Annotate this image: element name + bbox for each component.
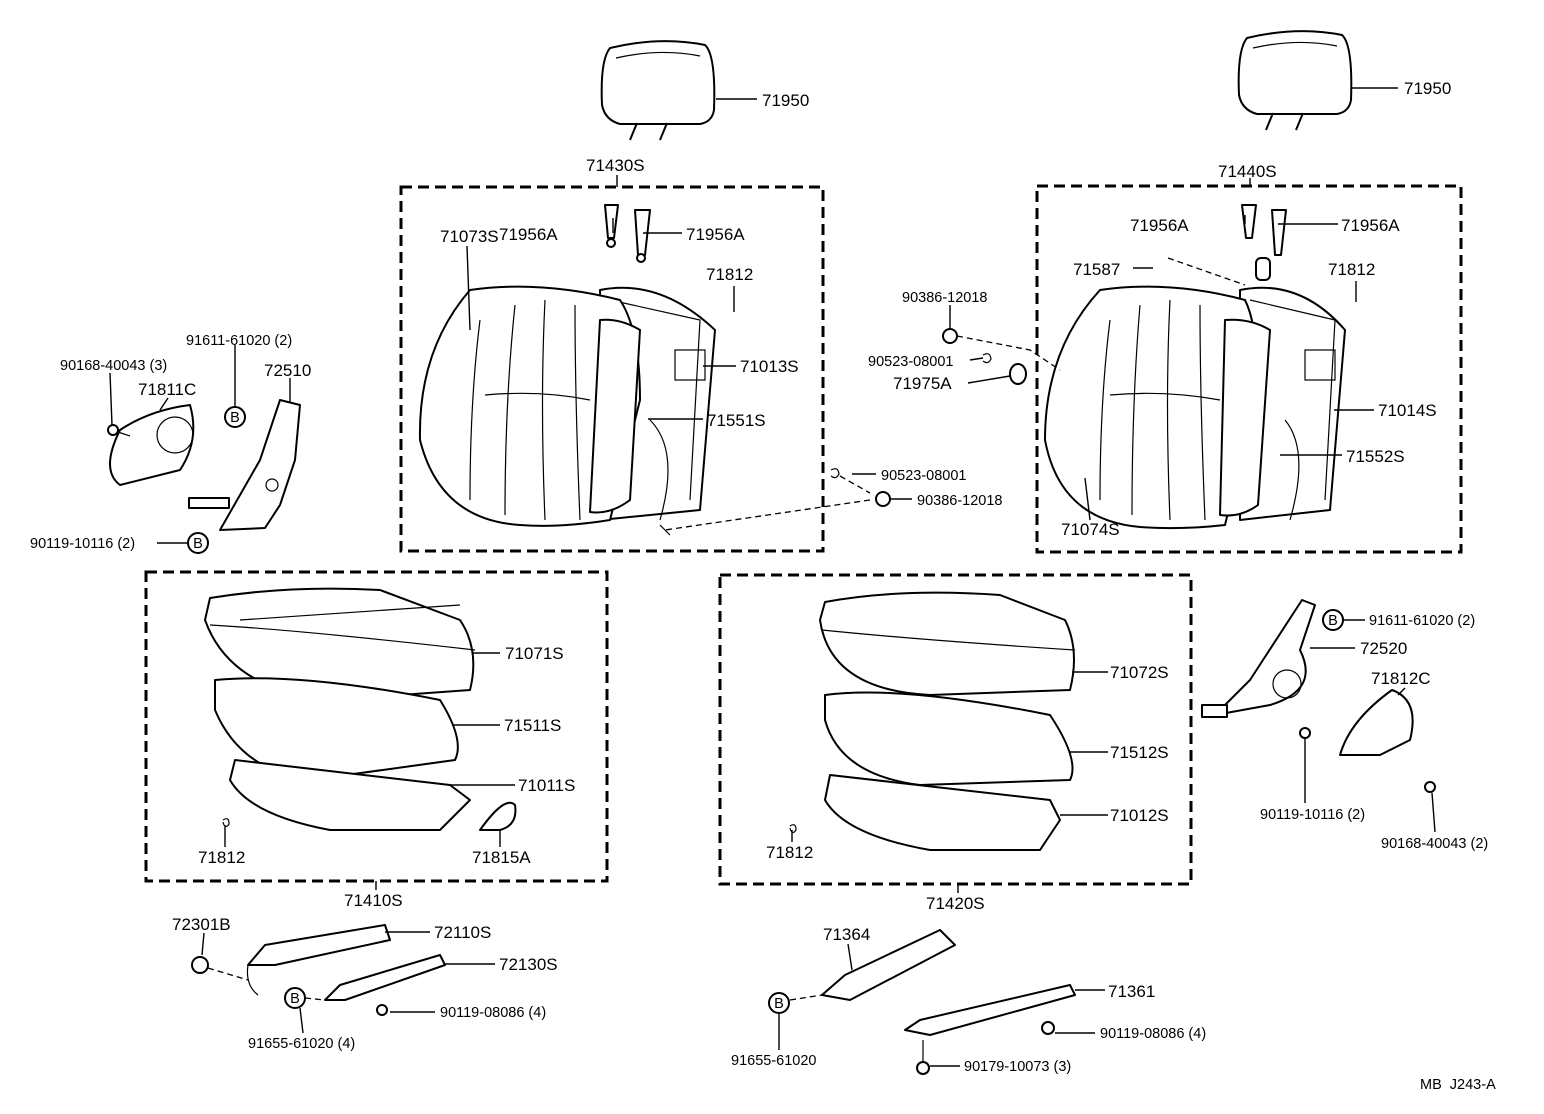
label-pin-left: 91611-61020 (2) [186,333,292,349]
callout-b-marker: B [284,987,306,1009]
label-knob-71587: 71587 [1073,260,1120,279]
label-cover-left: 71811C [138,380,196,399]
callout-b-text: B [230,410,240,426]
clip-lower-shape [830,468,840,479]
label-back-assy-left: 71430S [586,156,645,175]
label-back-cover-right: 71074S [1061,520,1120,539]
label-cap: 72301B [172,915,231,934]
label-cushion-frame-right: 71012S [1110,806,1169,825]
callout-b-marker: B [768,992,790,1014]
label-guide-r1: 71956A [1130,216,1189,235]
label-cushion-pad-right: 71512S [1110,743,1169,762]
label-back-cover-left: 71073S [440,227,499,246]
frame-back-right [1035,184,1463,554]
label-nut-lower: 90386-12018 [917,493,1002,509]
label-bolt-left: 90168-40043 (3) [60,358,167,374]
label-back-assy-right: 71440S [1218,162,1277,181]
callout-b-text: B [193,536,203,552]
adjuster-right [789,929,1076,1075]
label-recliner-left: 72510 [264,361,311,380]
label-bolt-90179: 90179-10073 (3) [964,1059,1071,1075]
headrest-left [600,40,716,141]
recliner-left-parts [107,399,301,531]
label-hog-ring-cushion-left: 71812 [198,848,245,867]
label-back-frame-right: 71014S [1378,401,1437,420]
label-pin-adjuster-right: 91655-61020 [731,1053,816,1069]
label-pin-adjuster-left: 91655-61020 (4) [248,1036,355,1052]
adjuster-left [191,924,446,1016]
middle-fasteners [664,257,1246,531]
nut-upper-shape [942,328,958,344]
label-bolt-recliner-left: 90119-10116 (2) [30,536,135,552]
nut-lower-shape [875,491,891,507]
label-bolt-adjuster-right: 90119-08086 (4) [1100,1026,1206,1042]
label-back-frame-left: 71013S [740,357,799,376]
label-headrest-left: 71950 [762,91,809,110]
label-clip-upper: 90523-08001 [868,354,953,370]
callout-b-text: B [290,991,300,1007]
label-bushing: 71975A [893,374,952,393]
label-back-pad-left: 71551S [707,411,766,430]
frame-cushion-left [144,570,609,883]
cushion-right [789,591,1076,851]
label-adjuster-outer: 72130S [499,955,558,974]
part-labels: 71950 71950 71430S 71440S 71956A 71956A … [30,79,1496,1093]
cushion-left [204,587,517,831]
label-rail-71364: 71364 [823,925,870,944]
label-guide-r2: 71956A [1341,216,1400,235]
label-cushion-assy-right: 71420S [926,894,985,913]
label-cushion-pad-left: 71511S [504,716,561,735]
label-rail-71361: 71361 [1108,982,1155,1001]
guide-pins-left [604,204,651,263]
leader-lines [109,87,1436,1067]
label-cover-right: 71812C [1371,669,1431,688]
callout-b-text: B [774,996,784,1012]
frame-back-left [399,185,825,553]
label-bolt-adjuster-left: 90119-08086 (4) [440,1005,546,1021]
label-pin-right: 91611-61020 (2) [1369,613,1475,629]
label-hog-ring-back-left: 71812 [706,265,753,284]
callout-b-marker: B [1322,609,1344,631]
label-cushion-cover-right: 71072S [1110,663,1169,682]
callout-b-text: B [1328,613,1338,629]
headrest-right [1237,30,1353,131]
guide-pins-right [1241,204,1287,281]
diagram-id: MB J243-A [1420,1077,1496,1093]
label-knob-cover: 71815A [472,848,531,867]
bushing-shape [1009,363,1027,385]
seat-back-left [418,285,716,536]
label-cushion-assy-left: 71410S [344,891,403,910]
label-hog-ring-back-right: 71812 [1328,260,1375,279]
label-bolt-right: 90168-40043 (2) [1381,836,1488,852]
clip-upper-shape [982,353,992,364]
label-cushion-frame-left: 71011S [518,776,575,795]
label-bolt-recliner-right: 90119-10116 (2) [1260,807,1365,823]
label-clip-lower: 90523-08001 [881,468,966,484]
callout-b-marker: B [187,532,209,554]
label-cushion-cover-left: 71071S [505,644,564,663]
label-recliner-right: 72520 [1360,639,1407,658]
label-adjuster-inner: 72110S [434,923,491,942]
label-nut-upper: 90386-12018 [902,290,987,306]
assembly-frames [144,184,1463,886]
label-back-pad-right: 71552S [1346,447,1405,466]
callout-b-markers: B B B B B [187,406,1344,1014]
label-guide-l1: 71956A [499,225,558,244]
label-guide-l2: 71956A [686,225,745,244]
recliner-right-parts [1201,599,1436,793]
label-hog-ring-cushion-right: 71812 [766,843,813,862]
seat-back-right [1044,285,1346,530]
callout-b-marker: B [224,406,246,428]
label-headrest-right: 71950 [1404,79,1451,98]
